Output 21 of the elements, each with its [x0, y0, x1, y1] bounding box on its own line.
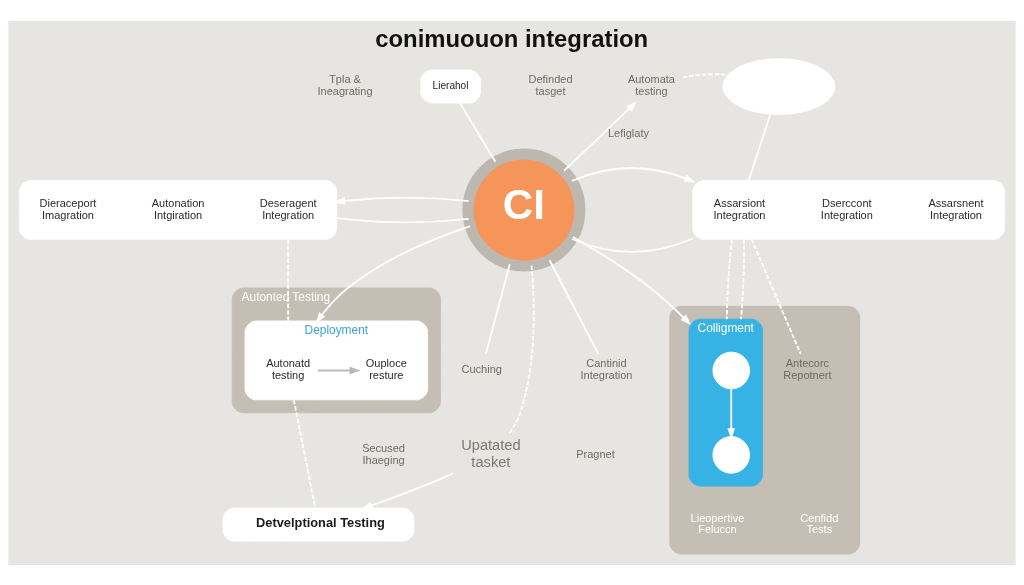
- node-text: Assarsnent Integration: [928, 196, 984, 221]
- node-text: Autonation Intgiration: [151, 196, 205, 221]
- node-text: Assarsiont Integration: [713, 196, 766, 221]
- node-text: Antecorc Repotnert: [783, 356, 832, 381]
- node-text: Tpla & Ineagrating: [317, 72, 373, 97]
- node-text: Deseragent Integration: [259, 196, 317, 221]
- node-text: Pragnet: [576, 447, 615, 460]
- node-text: Secused Ihaeging: [362, 441, 405, 466]
- node-text: Ouploce resture: [365, 356, 407, 381]
- diagram-title: conimuouon integration: [375, 24, 649, 51]
- node-text: Autonatd testing: [266, 356, 311, 381]
- node-text: Dieraceport Imagration: [39, 196, 97, 221]
- node-text: Upatated tasket: [461, 436, 521, 470]
- edge-label: Lefiglaty: [608, 126, 649, 139]
- label: Lieopertive Feluccn: [690, 511, 745, 535]
- node-text: Cantinid Integration: [580, 356, 633, 381]
- node-text: Dserccont Integration: [820, 196, 873, 221]
- node-text: Definded tasget: [528, 72, 573, 97]
- label: Cenfidd Tests: [800, 511, 839, 535]
- node-text: Cuching: [461, 362, 502, 375]
- node-text: Automata testing: [627, 72, 675, 97]
